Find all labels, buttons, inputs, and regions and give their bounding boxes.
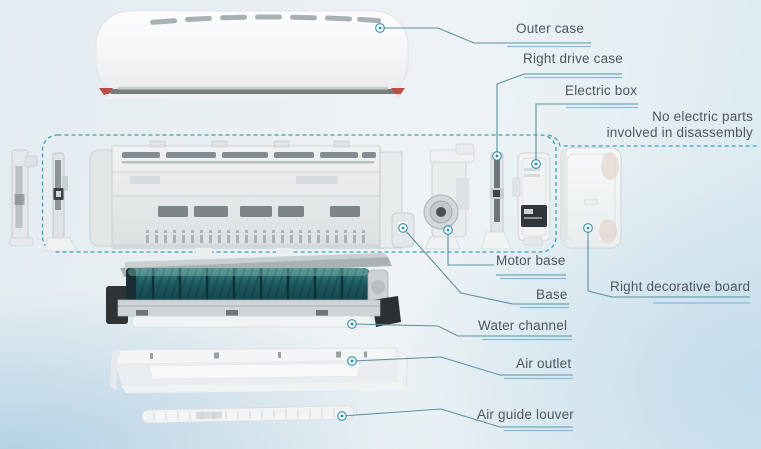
water-channel-leader-line	[351, 323, 572, 337]
base-chassis-part	[89, 140, 415, 253]
electric-box-part	[512, 152, 551, 246]
air-outlet-label: Air outlet	[516, 356, 572, 371]
left-decorative-board-part	[9, 149, 38, 247]
outer-case-leader-line	[380, 27, 591, 44]
right-decorative-board-leader-line	[587, 228, 750, 298]
motor-base-part	[423, 143, 475, 250]
right-decorative-board-label: Right decorative board	[610, 279, 751, 294]
motor-base-label: Motor base	[496, 253, 566, 268]
base-marker-icon	[398, 223, 408, 233]
base-label: Base	[536, 287, 568, 302]
right-drive-case-label: Right drive case	[523, 51, 623, 66]
air-guide-louver-marker-icon	[337, 411, 347, 421]
motor-base-marker-icon	[443, 225, 453, 235]
outer-case-label: Outer case	[516, 21, 585, 36]
leader-lines	[341, 27, 750, 428]
right-drive-case-leader-line	[496, 73, 622, 156]
air-guide-louver-leader-line	[341, 408, 573, 428]
right-decorative-board-part	[560, 147, 622, 249]
right-decorative-board-marker-icon	[583, 223, 593, 233]
air-outlet-leader-line	[351, 356, 573, 376]
water-channel-marker-icon	[347, 319, 357, 329]
callout-markers	[337, 23, 593, 421]
right-drive-case-part	[481, 152, 512, 250]
left-drive-case-part	[43, 152, 78, 252]
air-guide-louver-label: Air guide louver	[477, 407, 575, 422]
no-electric-parts-note-line1: No electric parts	[652, 109, 753, 124]
air-outlet-part	[110, 347, 409, 393]
water-channel-label: Water channel	[478, 318, 568, 333]
outer-case-marker-icon	[375, 23, 385, 33]
no-electric-parts-note: No electric parts involved in disassembl…	[607, 109, 753, 141]
no-electric-parts-dashed-zone	[41, 134, 757, 253]
air-outlet-marker-icon	[347, 356, 357, 366]
electric-box-leader-line	[535, 103, 638, 164]
no-electric-parts-note-line2: involved in disassembly	[606, 125, 753, 140]
electric-box-marker-icon	[531, 159, 541, 169]
outer-case-part	[95, 10, 409, 99]
water-channel-fan-part	[106, 253, 401, 328]
right-drive-case-marker-icon	[492, 151, 502, 161]
base-leader-line	[402, 227, 569, 305]
motor-base-leader-line	[447, 230, 494, 266]
label-blue-underlines	[482, 45, 750, 432]
electric-box-label: Electric box	[565, 83, 638, 98]
air-guide-louver-part	[141, 405, 355, 424]
